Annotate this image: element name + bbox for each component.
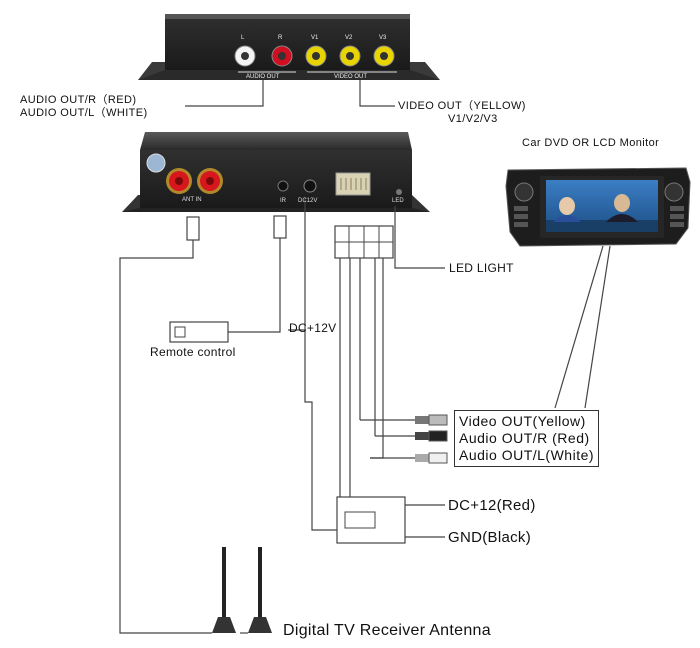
output-audio-r: Audio OUT/R (Red) bbox=[459, 430, 590, 446]
antenna-2 bbox=[248, 547, 272, 633]
antenna-1 bbox=[212, 547, 236, 633]
ant-in-port-2 bbox=[197, 168, 223, 194]
video-out-top-label: VIDEO OUT（YELLOW) bbox=[398, 100, 526, 112]
jack-label-v3: V3 bbox=[379, 35, 387, 41]
harness-plug bbox=[334, 225, 394, 259]
ir-jack bbox=[277, 180, 289, 192]
rca-plug-audio-r bbox=[415, 430, 448, 442]
antenna-label: Digital TV Receiver Antenna bbox=[283, 622, 491, 639]
video-group-label: VIDEO OUT bbox=[334, 74, 368, 80]
jack-label-v1: V1 bbox=[311, 35, 319, 41]
rca-plug-audio-l bbox=[415, 452, 448, 464]
ant-in-port-1 bbox=[166, 168, 192, 194]
gnd-black-label: GND(Black) bbox=[448, 529, 532, 546]
jack-video-v1 bbox=[305, 45, 327, 67]
video-out-channels-label: V1/V2/V3 bbox=[448, 113, 498, 125]
dc12v-label: DC+12V bbox=[289, 321, 337, 335]
wires bbox=[119, 80, 611, 634]
car-monitor bbox=[505, 167, 691, 247]
audio-out-l-label: AUDIO OUT/L（WHITE) bbox=[20, 107, 148, 119]
jack-label-v2: V2 bbox=[345, 35, 353, 41]
jack-video-v3 bbox=[373, 45, 395, 67]
jack-audio-r bbox=[271, 45, 293, 67]
jack-video-v2 bbox=[339, 45, 361, 67]
outputs-box: Video OUT(Yellow) Audio OUT/R (Red) Audi… bbox=[454, 410, 600, 467]
ir-connector bbox=[273, 215, 287, 239]
dc-jack bbox=[303, 179, 317, 193]
dc12-red-label: DC+12(Red) bbox=[448, 497, 536, 514]
led-light-label: LED LIGHT bbox=[449, 261, 514, 275]
jack-audio-l bbox=[234, 45, 256, 67]
main-device bbox=[122, 132, 430, 212]
top-device bbox=[138, 14, 440, 80]
monitor-title: Car DVD OR LCD Monitor bbox=[522, 137, 660, 149]
ant-connector bbox=[186, 216, 200, 241]
remote-control-label: Remote control bbox=[150, 345, 236, 359]
remote-control-receiver bbox=[169, 321, 229, 343]
audio-group-label: AUDIO OUT bbox=[246, 74, 280, 80]
rca-plug-video bbox=[415, 414, 448, 426]
ir-port-label: IR bbox=[280, 198, 286, 204]
led-indicator bbox=[396, 189, 402, 195]
audio-out-r-label: AUDIO OUT/R（RED) bbox=[20, 94, 137, 106]
jack-label-l: L bbox=[241, 35, 245, 41]
output-audio-l: Audio OUT/L(White) bbox=[459, 447, 595, 463]
jack-label-r: R bbox=[278, 35, 283, 41]
top-device-jacks bbox=[234, 45, 395, 67]
dc12v-port-label: DC12V bbox=[298, 198, 318, 204]
led-port-label: LED bbox=[392, 198, 404, 204]
output-video: Video OUT(Yellow) bbox=[459, 413, 586, 429]
ant-in-label: ANT IN bbox=[182, 197, 202, 203]
power-relay-box bbox=[336, 496, 406, 544]
